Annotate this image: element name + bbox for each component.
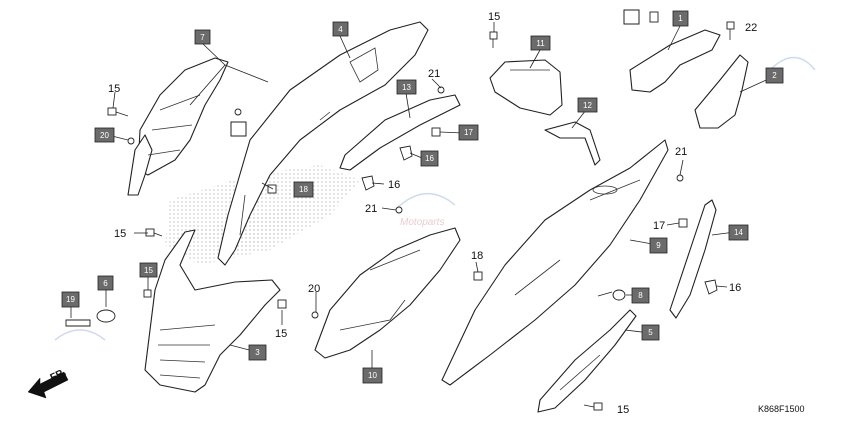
svg-text:Motoparts: Motoparts xyxy=(400,217,444,228)
clip-16-a xyxy=(399,145,413,161)
svg-text:13: 13 xyxy=(402,83,411,92)
label-16-right: 16 xyxy=(729,282,741,294)
callout-5: 5 xyxy=(641,324,660,341)
screw-21-c xyxy=(676,174,684,182)
svg-text:9: 9 xyxy=(656,241,661,250)
empty-ref-box-top xyxy=(623,9,640,25)
svg-text:1: 1 xyxy=(678,14,683,23)
label-16-center: 16 xyxy=(388,179,400,191)
label-15-mid: 15 xyxy=(114,228,126,240)
svg-text:19: 19 xyxy=(66,295,75,304)
nut-17-a xyxy=(431,127,441,137)
part-10-lower-cover xyxy=(314,227,461,359)
callout-14: 14 xyxy=(728,224,749,241)
label-18: 18 xyxy=(471,250,483,262)
callout-18: 18 xyxy=(293,181,314,198)
svg-text:17: 17 xyxy=(464,128,473,137)
callout-2: 2 xyxy=(765,67,784,84)
svg-text:3: 3 xyxy=(255,348,260,357)
callout-16: 16 xyxy=(420,150,439,167)
svg-text:7: 7 xyxy=(200,33,205,42)
grommet-6 xyxy=(96,309,116,323)
callout-19: 19 xyxy=(61,291,80,308)
screw-19 xyxy=(65,319,91,327)
svg-text:12: 12 xyxy=(583,101,592,110)
part-4-side-cover xyxy=(217,21,429,266)
label-15-left: 15 xyxy=(108,83,120,95)
part-1-grip xyxy=(629,29,721,93)
screw-21-a xyxy=(437,86,445,94)
svg-text:10: 10 xyxy=(368,371,377,380)
bolt-top-left-box xyxy=(649,11,659,23)
svg-text:11: 11 xyxy=(536,39,545,48)
callout-3: 3 xyxy=(248,344,267,361)
callout-11: 11 xyxy=(530,35,551,51)
svg-text:14: 14 xyxy=(734,228,743,237)
screw-15-lower xyxy=(143,289,152,298)
label-15-top: 15 xyxy=(488,11,500,23)
part-3-front-cover xyxy=(144,229,281,393)
svg-text:20: 20 xyxy=(100,131,109,140)
svg-text:2: 2 xyxy=(772,71,777,80)
callout-12: 12 xyxy=(577,97,598,113)
part-2-grip xyxy=(694,54,749,129)
part-14-right-strip xyxy=(669,199,717,319)
callout-1: 1 xyxy=(672,10,689,27)
svg-text:6: 6 xyxy=(103,279,108,288)
part-12-bracket xyxy=(544,121,601,166)
bolt-15-right xyxy=(277,299,287,309)
callout-8: 8 xyxy=(631,287,650,304)
part-9-body-cover xyxy=(441,139,669,386)
part-13-trim xyxy=(339,94,461,171)
svg-text:15: 15 xyxy=(144,266,153,275)
screw-20-a xyxy=(127,137,135,145)
screw-21-b xyxy=(395,206,403,214)
fasteners xyxy=(65,11,735,411)
label-20: 20 xyxy=(308,283,320,295)
front-direction-arrow: FR. xyxy=(27,367,69,399)
empty-ref-box-left xyxy=(230,121,247,137)
clip-16-b xyxy=(361,175,375,191)
label-17: 17 xyxy=(653,220,665,232)
part-11-center-cover xyxy=(489,59,563,116)
bolt-part7 xyxy=(234,108,242,116)
callout-7: 7 xyxy=(194,29,211,45)
callout-13: 13 xyxy=(396,79,417,95)
bolt-15-left xyxy=(107,107,129,117)
bolt-22 xyxy=(726,21,735,40)
label-21-center: 21 xyxy=(365,203,377,215)
svg-text:5: 5 xyxy=(648,328,653,337)
nut-18-a xyxy=(267,184,277,194)
callout-4: 4 xyxy=(332,21,349,37)
callout-6: 6 xyxy=(97,275,114,291)
grommet-8 xyxy=(612,289,626,301)
diagram-code: K868F1500 xyxy=(758,404,805,414)
bolt-15-mid xyxy=(145,228,163,237)
bolt-15-bottom xyxy=(583,402,603,411)
nut-17-b xyxy=(678,218,688,228)
screw-20-b xyxy=(311,311,319,319)
bolt-15-top xyxy=(489,31,498,48)
callout-10: 10 xyxy=(362,367,383,384)
clip-16-c xyxy=(704,279,718,295)
part-5-lower-rail xyxy=(537,309,637,413)
label-22: 22 xyxy=(745,22,757,34)
label-15-bottom: 15 xyxy=(617,404,629,416)
watermark: Motoparts xyxy=(54,56,816,341)
svg-text:4: 4 xyxy=(338,25,343,34)
callout-15-box: 15 xyxy=(139,262,158,278)
svg-text:8: 8 xyxy=(638,291,643,300)
label-15-right: 15 xyxy=(275,328,287,340)
label-21-right: 21 xyxy=(675,146,687,158)
callout-20: 20 xyxy=(94,127,115,143)
nut-18-b xyxy=(473,271,483,281)
label-21-top: 21 xyxy=(428,68,440,80)
callout-9: 9 xyxy=(649,237,668,254)
callout-17: 17 xyxy=(458,124,479,141)
svg-text:18: 18 xyxy=(299,185,308,194)
svg-text:16: 16 xyxy=(425,154,434,163)
